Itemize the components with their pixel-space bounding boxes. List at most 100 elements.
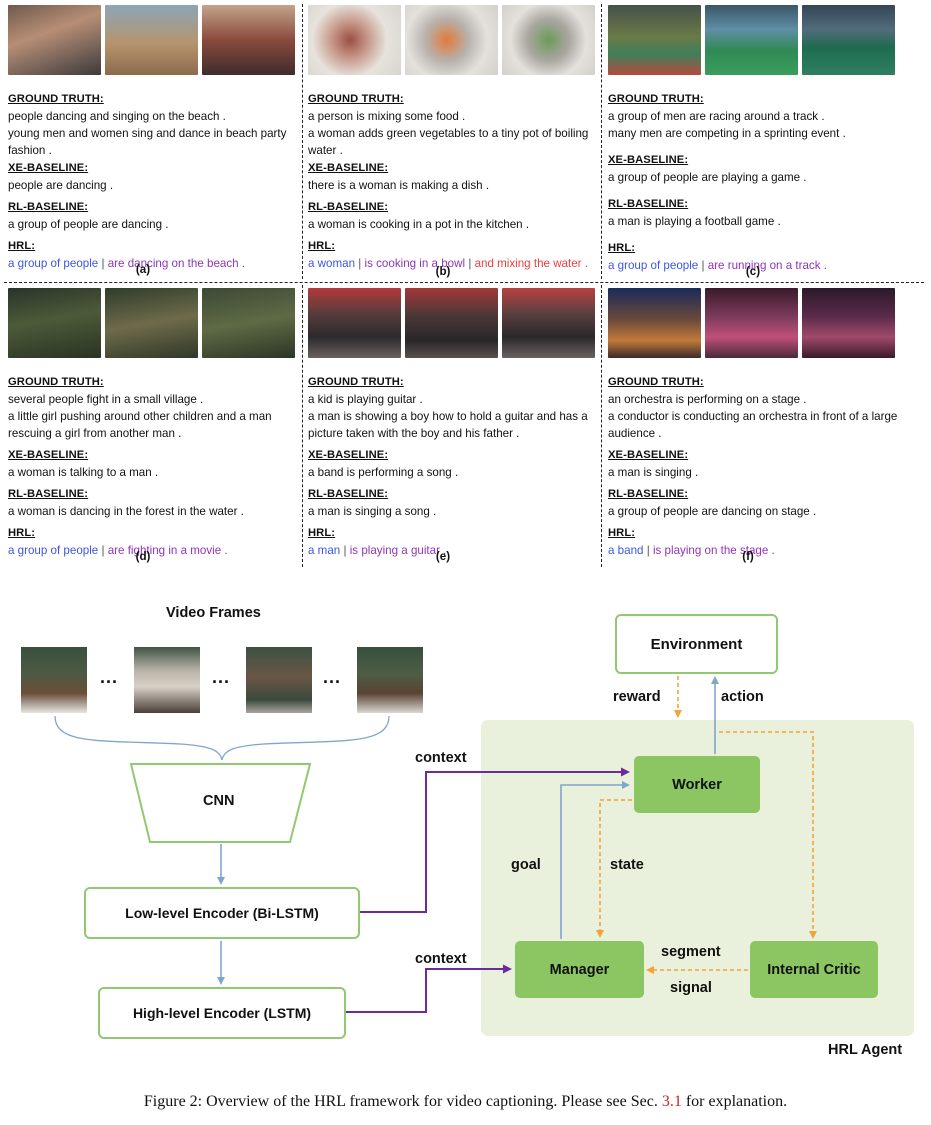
section-reference-link[interactable]: 3.1 — [661, 1093, 682, 1110]
environment-box: Environment — [615, 614, 778, 674]
rl-baseline-label: RL-BASELINE: — [308, 201, 389, 213]
low-level-encoder-box: Low-level Encoder (Bi-LSTM) — [84, 887, 360, 939]
caption-text-end: for explanation. — [681, 1093, 788, 1110]
ground-truth-label: GROUND TRUTH: — [8, 376, 104, 388]
rl-baseline-caption: a man is playing a football game . — [608, 215, 781, 228]
hrl-phrase-2: are fighting in a movie . — [107, 544, 228, 557]
edge-label-action: action — [721, 689, 764, 705]
hrl-label: HRL: — [308, 527, 336, 539]
video-frame — [308, 288, 401, 358]
rl-baseline-caption: a group of people are dancing . — [8, 218, 169, 231]
video-frame — [502, 288, 595, 358]
cnn-label: CNN — [203, 793, 235, 809]
hrl-separator: | — [343, 544, 347, 557]
ground-truth-label: GROUND TRUTH: — [308, 93, 404, 105]
panel-f-frames — [608, 288, 898, 360]
xe-baseline-caption: a band is performing a song . — [308, 466, 459, 479]
hrl-label: HRL: — [8, 240, 36, 252]
panel-d-frames — [8, 288, 298, 360]
hrl-label: HRL: — [608, 242, 636, 254]
hrl-label: HRL: — [308, 240, 336, 252]
hrl-caption: a band | is playing on the stage . — [608, 542, 898, 559]
hrl-phrase-1: a woman — [308, 257, 356, 270]
ground-truth-caption: a conductor is conducting an orchestra i… — [608, 410, 898, 440]
panel-label: (c) — [745, 265, 761, 278]
hrl-label: HRL: — [8, 527, 36, 539]
hrl-separator: | — [101, 257, 105, 270]
hrl-phrase-2: is cooking in a bowl — [364, 257, 466, 270]
xe-baseline-label: XE-BASELINE: — [8, 449, 89, 461]
edge-label-goal: goal — [511, 857, 541, 873]
panel-c-frames — [608, 5, 898, 77]
ellipsis: ... — [100, 667, 119, 687]
hrl-agent-label: HRL Agent — [828, 1042, 903, 1058]
column-divider-left — [302, 4, 303, 279]
rl-baseline-caption: a woman is dancing in the forest in the … — [8, 505, 244, 518]
rl-baseline-label: RL-BASELINE: — [8, 488, 89, 500]
edge-label-signal: signal — [670, 980, 712, 996]
hrl-caption: a woman | is cooking in a bowl | and mix… — [308, 255, 598, 272]
caption-text: Figure 2: Overview of the HRL framework … — [143, 1093, 662, 1110]
rl-baseline-label: RL-BASELINE: — [308, 488, 389, 500]
video-frame — [246, 647, 312, 713]
hrl-caption: a man | is playing a guitar . — [308, 542, 598, 559]
hrl-phrase-1: a group of people — [8, 544, 99, 557]
edge-label-context-2: context — [415, 951, 467, 967]
hrl-phrase-2: are running on a track . — [707, 259, 827, 272]
hrl-caption: a group of people | are dancing on the b… — [8, 255, 298, 272]
xe-baseline-caption: a man is singing . — [608, 466, 699, 479]
column-divider-left-bottom — [302, 285, 303, 567]
xe-baseline-label: XE-BASELINE: — [608, 154, 689, 166]
ground-truth-caption: a little girl pushing around other child… — [8, 410, 272, 440]
ground-truth-label: GROUND TRUTH: — [608, 93, 704, 105]
video-frame — [608, 5, 701, 75]
video-frame — [21, 647, 87, 713]
hrl-phrase-1: a band — [608, 544, 644, 557]
ground-truth-caption: a woman adds green vegetables to a tiny … — [308, 127, 589, 157]
worker-box: Worker — [634, 756, 760, 813]
ground-truth-caption: a kid is playing guitar . — [308, 393, 423, 406]
arrow-goal — [560, 781, 630, 939]
video-frame — [405, 5, 498, 75]
ground-truth-caption: a person is mixing some food . — [308, 110, 466, 123]
video-frame — [105, 288, 198, 358]
video-frame — [202, 288, 295, 358]
xe-baseline-label: XE-BASELINE: — [8, 162, 89, 174]
cnn-trapezoid — [129, 763, 312, 843]
hrl-phrase-1: a group of people — [608, 259, 699, 272]
panel-label: (d) — [135, 550, 151, 563]
xe-baseline-label: XE-BASELINE: — [308, 449, 389, 461]
ground-truth-label: GROUND TRUTH: — [8, 93, 104, 105]
ground-truth-label: GROUND TRUTH: — [608, 376, 704, 388]
video-frame — [705, 5, 798, 75]
rl-baseline-label: RL-BASELINE: — [8, 201, 89, 213]
xe-baseline-caption: a woman is talking to a man . — [8, 466, 159, 479]
hrl-phrase-2: is playing on the stage . — [652, 544, 775, 557]
panel-b-frames — [308, 5, 598, 77]
edge-label-state: state — [610, 857, 644, 873]
video-frame — [802, 288, 895, 358]
rl-baseline-caption: a group of people are dancing on stage . — [608, 505, 817, 518]
ground-truth-caption: young men and women sing and dance in be… — [8, 127, 287, 157]
xe-baseline-caption: there is a woman is making a dish . — [308, 179, 490, 192]
column-divider-right — [601, 4, 602, 279]
arrow-context-worker — [360, 767, 630, 913]
xe-baseline-label: XE-BASELINE: — [608, 449, 689, 461]
video-frame — [8, 5, 101, 75]
video-frame — [705, 288, 798, 358]
video-frame — [608, 288, 701, 358]
panel-label: (f) — [742, 550, 754, 563]
ground-truth-caption: people dancing and singing on the beach … — [8, 110, 226, 123]
panel-label: (e) — [435, 550, 451, 563]
edge-label-context-1: context — [415, 750, 467, 766]
video-frame — [357, 647, 423, 713]
hrl-phrase-2: are dancing on the beach . — [107, 257, 246, 270]
video-frame — [405, 288, 498, 358]
ground-truth-label: GROUND TRUTH: — [308, 376, 404, 388]
arrow-state — [596, 799, 632, 938]
video-frame — [802, 5, 895, 75]
hrl-separator: | — [646, 544, 650, 557]
xe-baseline-caption: people are dancing . — [8, 179, 114, 192]
ground-truth-caption: a man is showing a boy how to hold a gui… — [308, 410, 588, 440]
